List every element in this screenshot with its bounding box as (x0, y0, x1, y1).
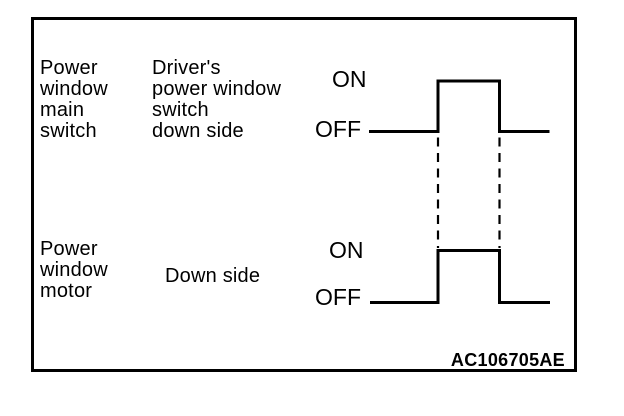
label-line: Power (40, 238, 98, 260)
label-line: window (40, 78, 108, 100)
switch-off-label: OFF (315, 116, 361, 142)
label-line: window (40, 259, 108, 281)
label-line: switch (40, 120, 97, 142)
figure-code: AC106705AE (450, 350, 565, 370)
switch-waveform (369, 79, 550, 133)
diagram-frame (31, 17, 577, 372)
label-line: Power (40, 57, 98, 79)
label-line: Driver's (152, 57, 221, 79)
label-line: motor (40, 280, 93, 302)
motor-device-label: Power window motor (40, 239, 108, 302)
main-switch-signal-label: Driver's power window switch down side (152, 58, 281, 142)
label-line: down side (152, 120, 244, 142)
main-switch-device-label: Power window main switch (40, 58, 108, 142)
motor-signal-label: Down side (165, 266, 260, 287)
motor-off-label: OFF (315, 284, 361, 310)
motor-waveform (370, 249, 550, 304)
switch-on-label: ON (332, 66, 367, 92)
label-line: Down side (165, 265, 261, 287)
label-line: main (40, 99, 85, 121)
label-line: power window (152, 78, 282, 100)
motor-on-label: ON (329, 237, 364, 263)
label-line: switch (152, 99, 209, 121)
